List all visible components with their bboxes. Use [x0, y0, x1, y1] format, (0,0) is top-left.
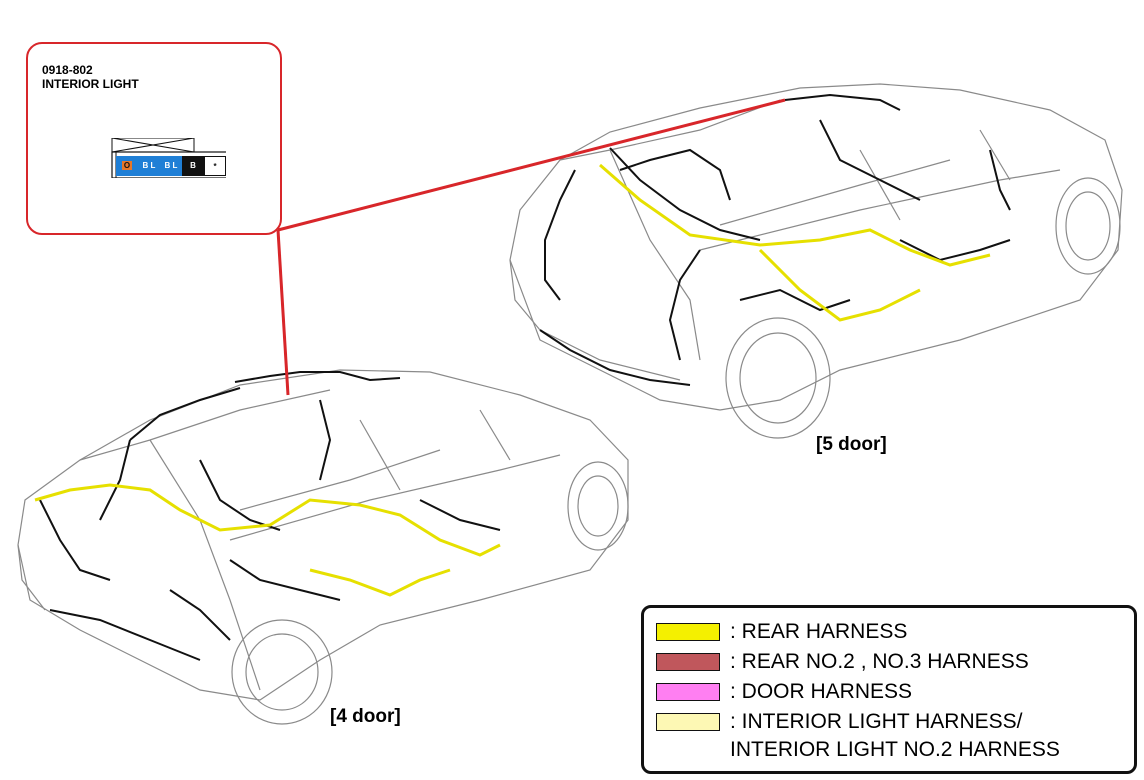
- pin-2: B L: [138, 156, 160, 176]
- legend-label: : REAR HARNESS: [730, 620, 908, 643]
- connector-callout: 0918-802 INTERIOR LIGHT O B L B L B *: [26, 42, 282, 235]
- legend-label: : REAR NO.2 , NO.3 HARNESS: [730, 650, 1029, 673]
- label-four-door: [4 door]: [330, 706, 401, 727]
- legend-swatch: [656, 683, 720, 701]
- connector-name: INTERIOR LIGHT: [42, 77, 139, 91]
- connector-code: 0918-802: [42, 63, 93, 77]
- pin-1: O: [116, 156, 138, 176]
- legend-item-door-harness: : DOOR HARNESS: [656, 680, 912, 704]
- four-door-car: [17, 369, 629, 725]
- four-door-wiring: [39, 371, 501, 661]
- four-door-rear-harness: [34, 483, 501, 597]
- callout-leaders: [276, 98, 786, 396]
- legend-item-rear-harness: : REAR HARNESS: [656, 620, 907, 644]
- legend-label: INTERIOR LIGHT NO.2 HARNESS: [730, 738, 1060, 761]
- legend-swatch: [656, 623, 720, 641]
- legend-item-interior-light-harness: : INTERIOR LIGHT HARNESS/: [656, 710, 1023, 734]
- harness-legend: : REAR HARNESS : REAR NO.2 , NO.3 HARNES…: [641, 605, 1137, 774]
- five-door-car: [509, 83, 1123, 439]
- pin-5: *: [204, 156, 226, 176]
- legend-label: : DOOR HARNESS: [730, 680, 913, 703]
- legend-item-interior-light-harness-continued: INTERIOR LIGHT NO.2 HARNESS: [730, 738, 1060, 762]
- legend-item-rear-no2-no3-harness: : REAR NO.2 , NO.3 HARNESS: [656, 650, 1029, 674]
- legend-swatch: [656, 713, 720, 731]
- label-five-door: [5 door]: [816, 434, 887, 455]
- five-door-wiring: [539, 93, 1011, 386]
- legend-label: : INTERIOR LIGHT HARNESS/: [730, 710, 1023, 733]
- legend-swatch: [656, 653, 720, 671]
- connector-outline: [111, 138, 226, 178]
- connector-pinout: O B L B L B *: [86, 138, 226, 178]
- pin-3: B L: [160, 156, 182, 176]
- five-door-rear-harness: [599, 163, 991, 322]
- pin-4: B: [182, 156, 204, 176]
